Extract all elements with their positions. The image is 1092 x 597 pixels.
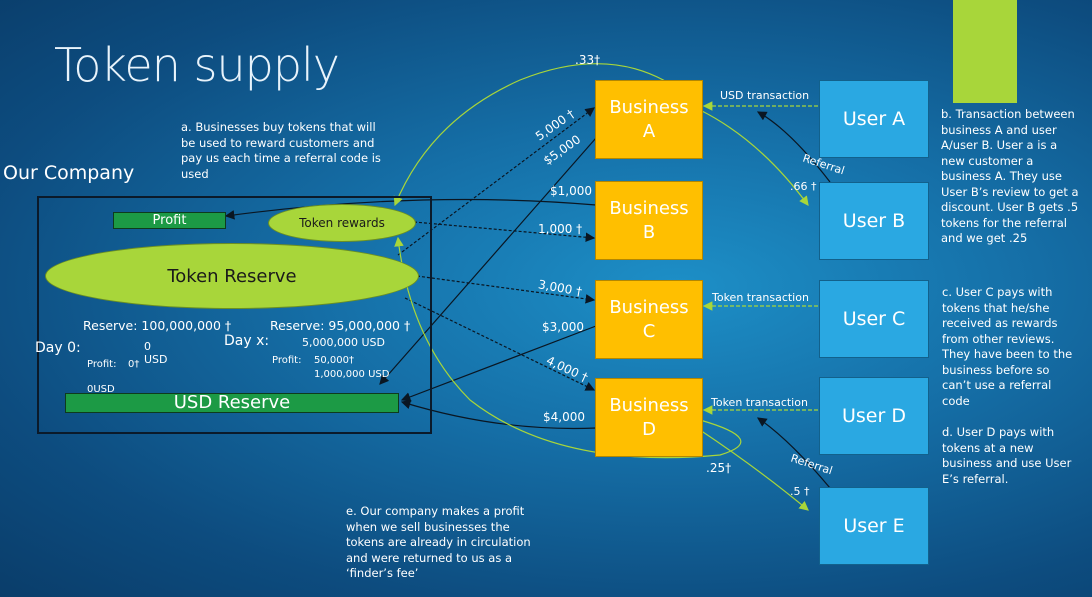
arrow-reward-b (699, 109, 809, 206)
company-box (37, 196, 432, 434)
token-reserve-ellipse: Token Reserve (45, 243, 419, 309)
note-c: c. User C pays with tokens that he/she r… (942, 285, 1073, 408)
business-d-line2: D (642, 418, 656, 440)
accent-bar (953, 0, 1017, 103)
day0-reserve: Reserve: 100,000,000 † (83, 318, 232, 333)
arrow-referral-de (757, 417, 831, 489)
arrow-reward-e (699, 429, 809, 511)
business-a-line1: Business (609, 96, 689, 118)
label-b-tokens: 1,000 † (538, 222, 583, 236)
company-label: Our Company (3, 162, 135, 184)
label-usd-transaction: USD transaction (720, 89, 810, 102)
label-ab-reward: .66 † (790, 180, 817, 193)
arrow-usd-from-a (379, 137, 597, 385)
token-rewards-label: Token rewards (299, 215, 385, 230)
day0-label: Day 0: (35, 340, 81, 356)
note-b: b. Transaction between business A and us… (941, 107, 1079, 245)
user-c: User C (819, 280, 929, 358)
business-c-line1: Business (609, 296, 689, 318)
page-title: Token supply (54, 38, 340, 92)
label-token-transaction-d: Token transaction (711, 396, 808, 409)
note-a: a. Businesses buy tokens that will be us… (181, 120, 381, 181)
note-d: d. User D pays with tokens at a new busi… (942, 425, 1072, 486)
arrow-usd-from-c (400, 325, 597, 402)
day0-profit-label: Profit: (87, 359, 117, 370)
dayx-reserve: Reserve: 95,000,000 † (270, 318, 411, 333)
business-b-line2: B (642, 221, 656, 243)
label-de-reward: .5 † (790, 485, 810, 498)
usd-reserve-box: USD Reserve (65, 393, 399, 413)
day0-usd-unit: USD (144, 353, 168, 366)
user-a: User A (819, 80, 929, 158)
dayx-profit-usd: 1,000,000 USD (314, 369, 390, 380)
arrow-rewards-to-b (413, 221, 596, 243)
user-e: User E (819, 487, 929, 565)
arrow-fee-d (394, 236, 742, 459)
label-d-usd: $4,000 (543, 410, 585, 424)
arrow-usd-from-d (400, 399, 597, 430)
label-d-fee: .25† (706, 461, 732, 475)
arrow-tokens-to-d (404, 297, 596, 391)
token-reserve-label: Token Reserve (167, 265, 297, 287)
business-a-line2: A (642, 120, 656, 142)
day0-profit-tokens: 0† (128, 359, 140, 370)
business-c-line2: C (642, 320, 656, 342)
dayx-profit-tokens: 50,000† (314, 355, 354, 366)
user-d: User D (819, 377, 929, 455)
dayx-profit-label: Profit: (272, 355, 302, 366)
business-b-line1: Business (609, 197, 689, 219)
business-d-line1: Business (609, 394, 689, 416)
arrow-referral-ab (756, 111, 831, 183)
token-rewards-ellipse: Token rewards (268, 204, 416, 242)
dayx-usd-value: 5,000,000 USD (302, 336, 385, 349)
label-token-transaction-c: Token transaction (712, 291, 809, 304)
arrow-fee-a (393, 63, 691, 207)
label-a-fee: .33† (575, 53, 601, 67)
day0-usd-value: 0 (144, 340, 151, 353)
dayx-label: Day x: (224, 333, 270, 349)
arrow-usd-from-b (224, 198, 597, 220)
note-e: e. Our company makes a profit when we se… (346, 504, 531, 580)
user-b: User B (819, 182, 929, 260)
day0-usd-reserve-value: 0USD (87, 384, 115, 395)
label-b-usd: $1,000 (550, 184, 592, 198)
label-c-usd: $3,000 (542, 320, 584, 334)
profit-box: Profit (113, 212, 226, 229)
